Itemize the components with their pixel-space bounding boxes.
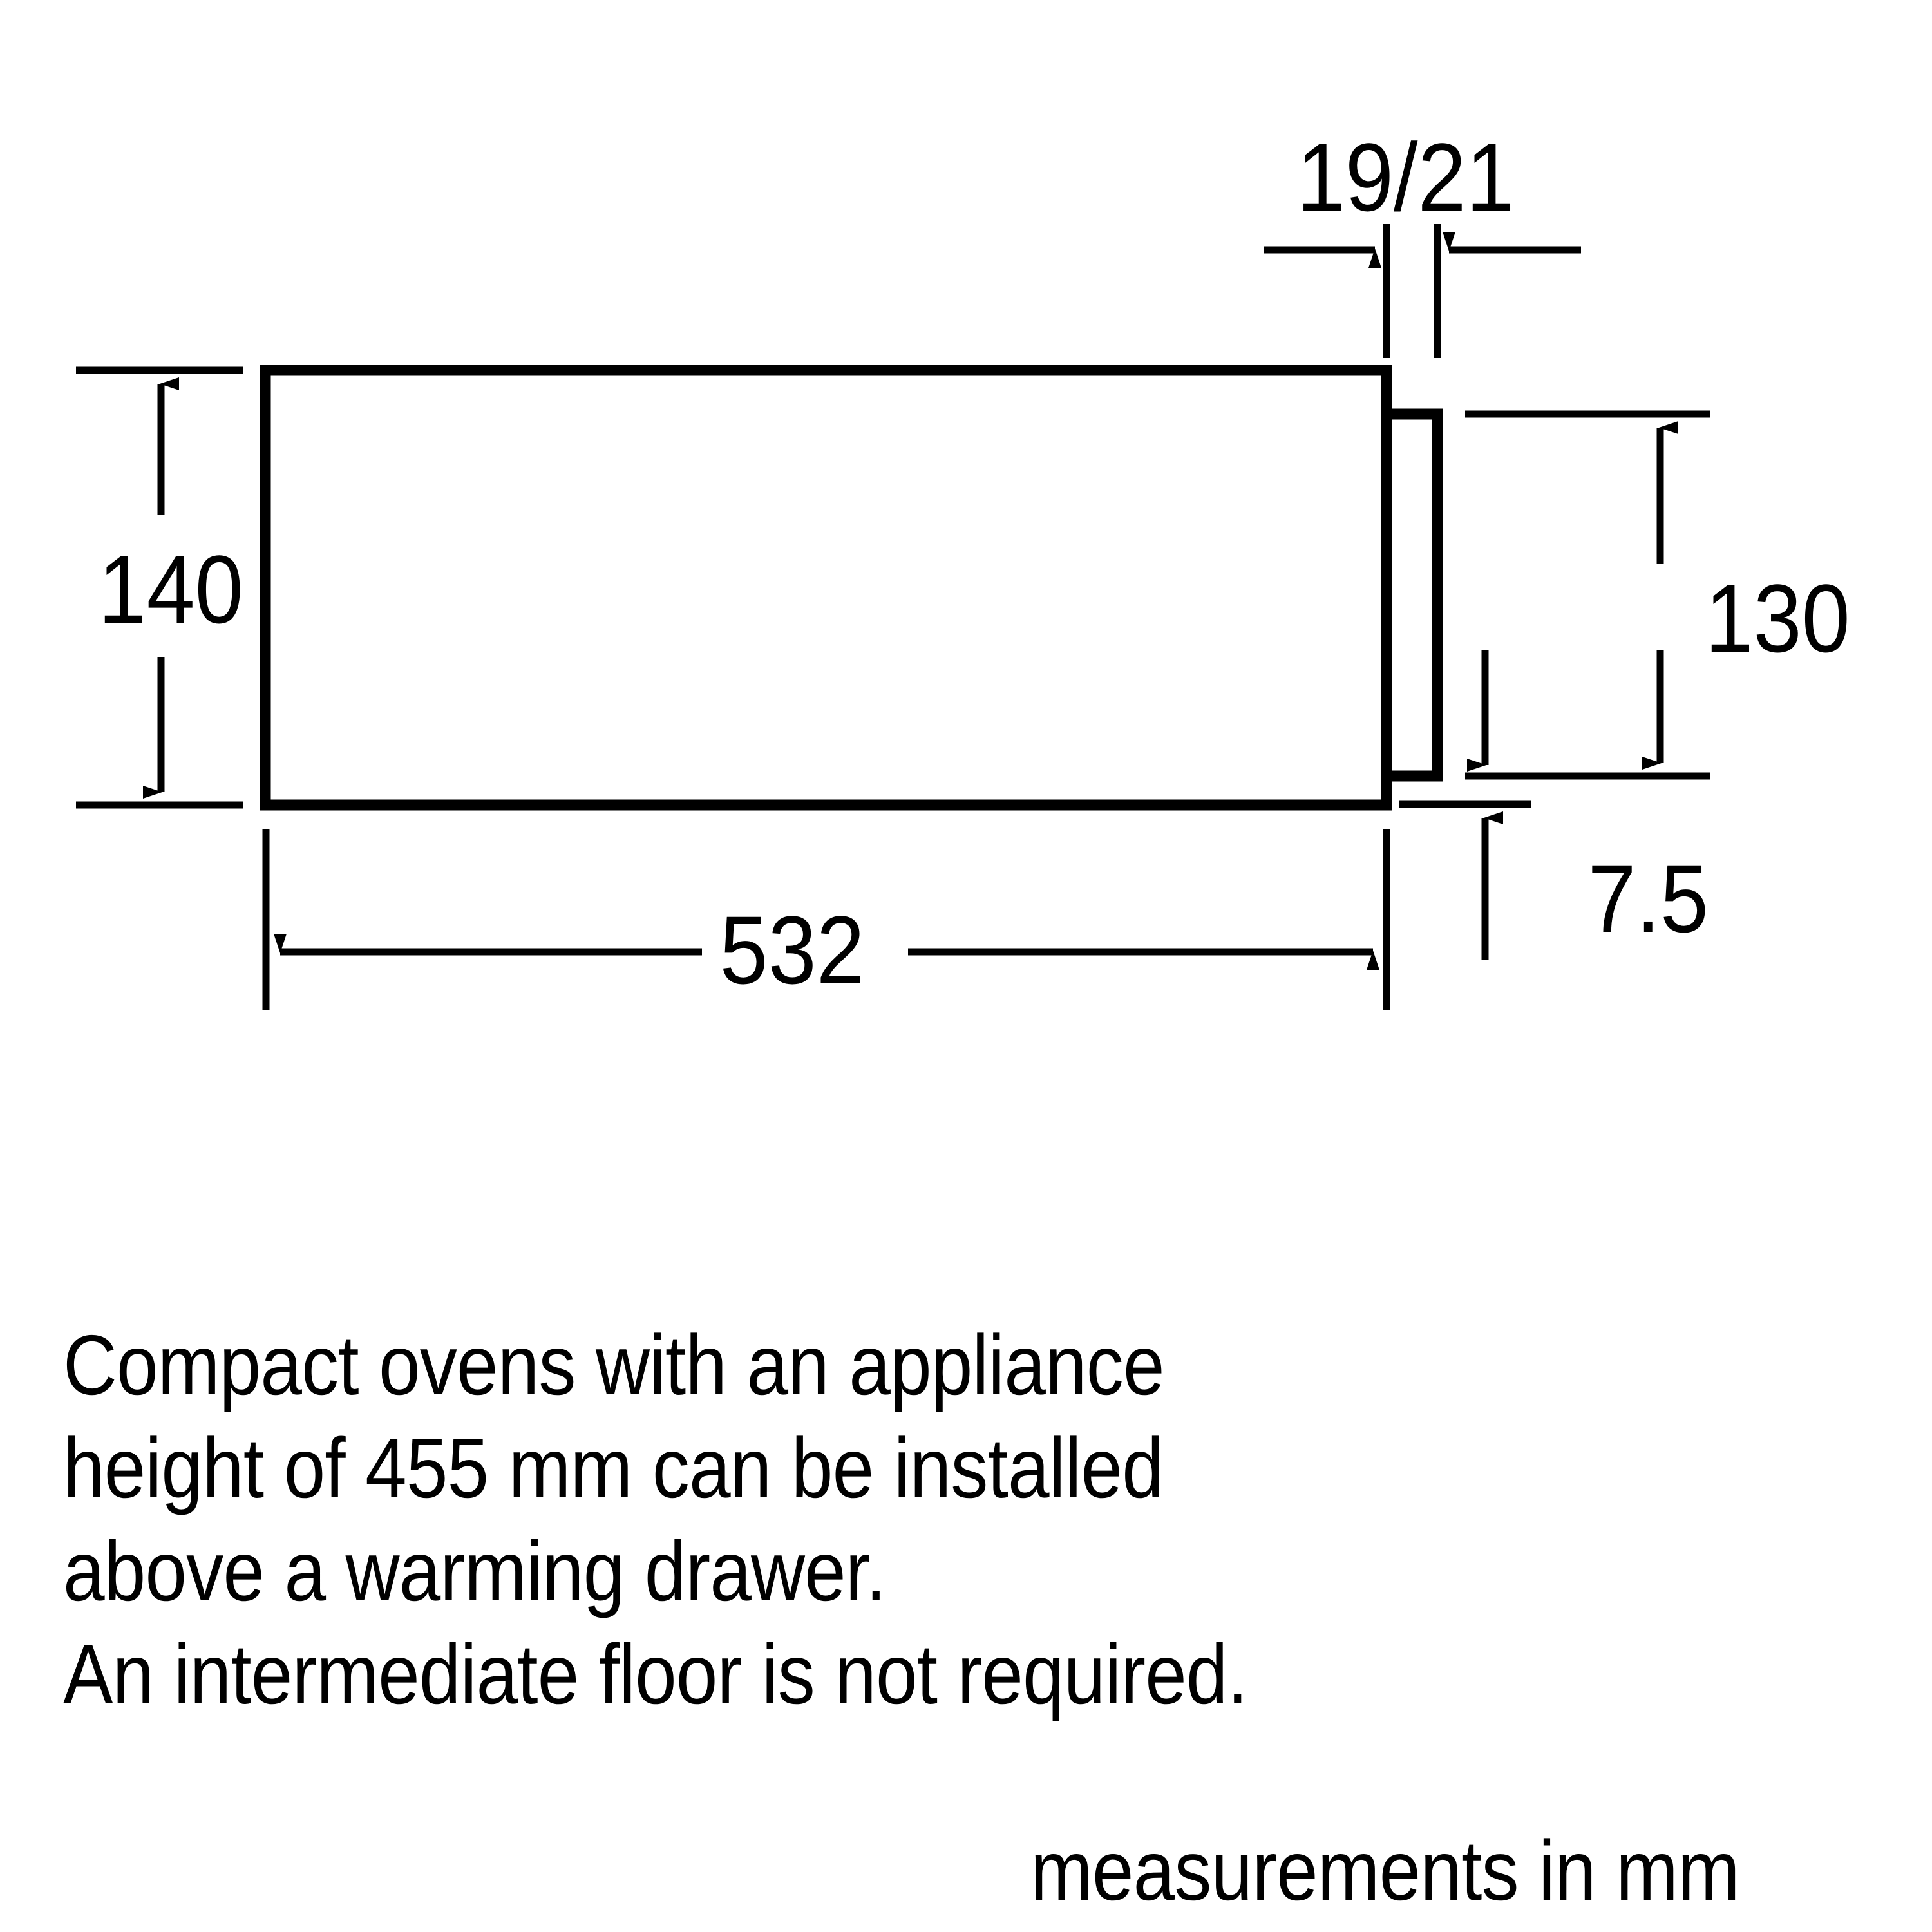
note-line-1: Compact ovens with an appliance (63, 1318, 1165, 1412)
appliance-body-outline (260, 365, 1392, 811)
dimension-niche-gap (1264, 224, 1581, 358)
note-line-4: An intermediate floor is not required. (63, 1627, 1248, 1721)
units-note: measurements in mm (1030, 1823, 1740, 1918)
dimension-front-height (1465, 410, 1710, 780)
note-line-3: above a warming drawer. (63, 1524, 886, 1618)
dimension-body-width (262, 829, 1390, 1010)
dimension-label-body-width: 532 (719, 896, 865, 1004)
dimension-label-front-offset: 7.5 (1587, 844, 1709, 952)
note-line-2: height of 455 mm can be installed (63, 1421, 1164, 1515)
dimension-label-front-height: 130 (1705, 564, 1850, 672)
dimension-front-offset (1399, 650, 1531, 960)
dimension-label-niche-gap: 19/21 (1296, 123, 1515, 231)
dimension-label-overall-height: 140 (98, 535, 243, 643)
dimension-overall-height (76, 366, 243, 809)
appliance-front-panel-outline (1387, 408, 1443, 782)
installation-notes: Compact ovens with an appliance height o… (63, 1314, 1609, 1726)
